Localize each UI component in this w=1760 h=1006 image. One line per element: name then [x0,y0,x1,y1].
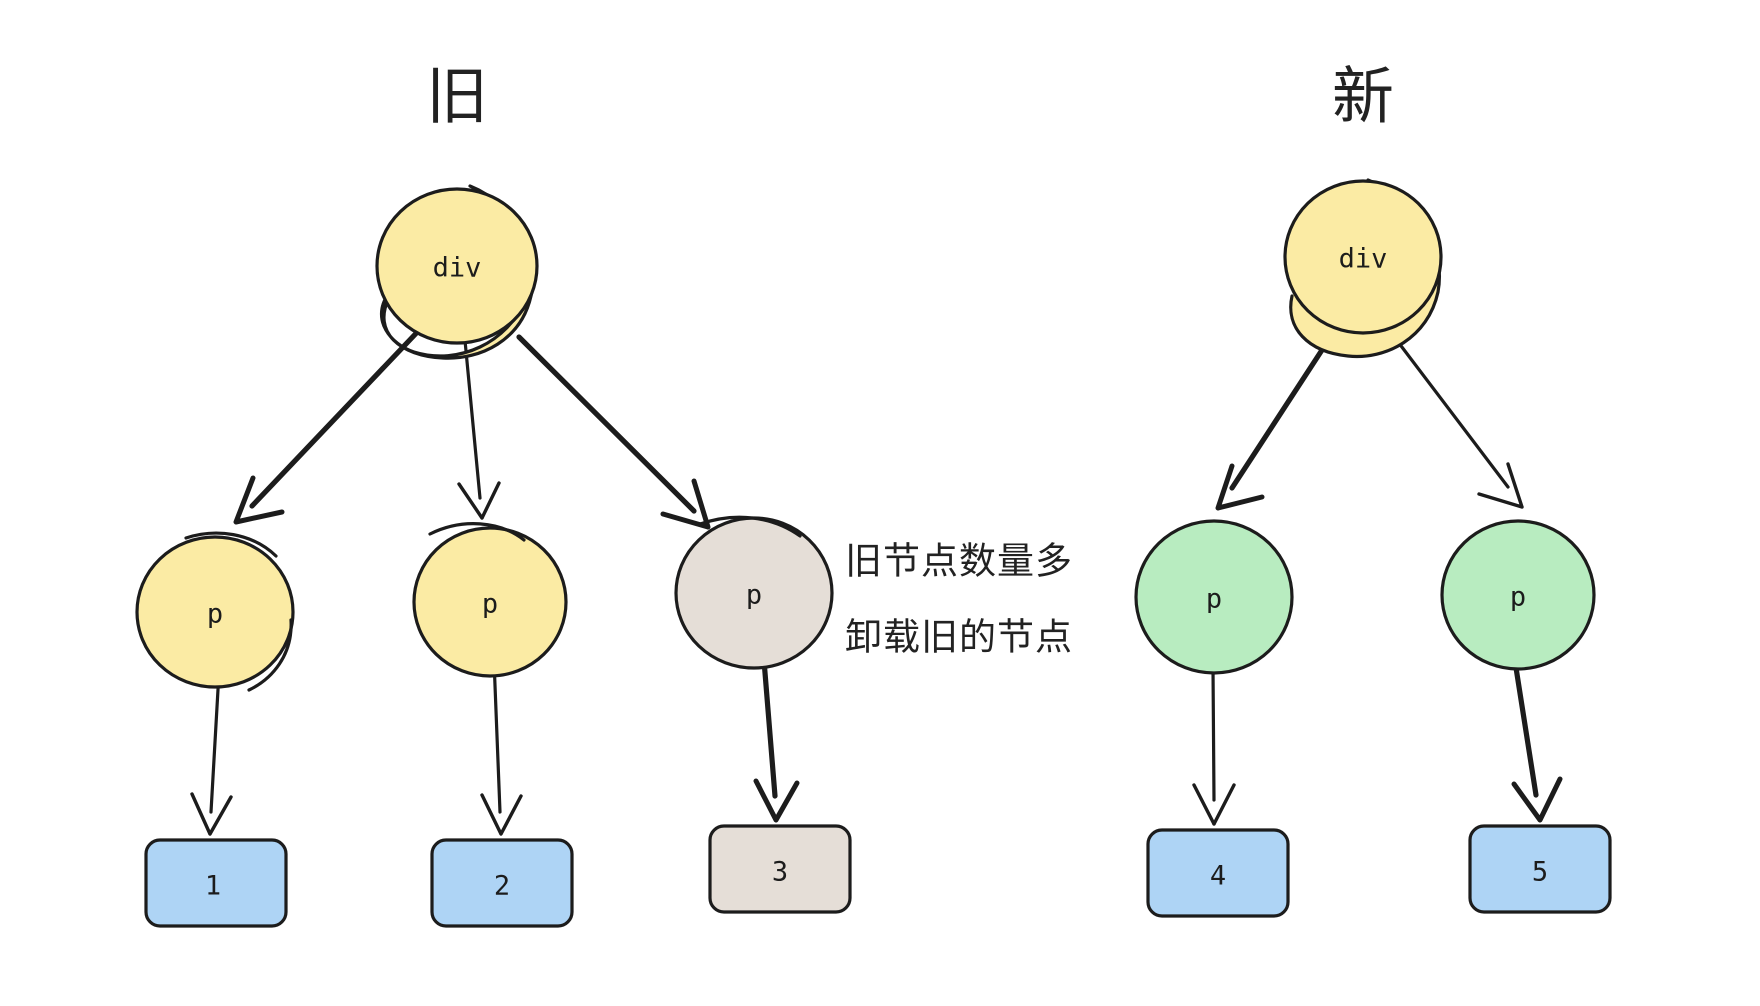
leaf-right-4[interactable]: 4 [1146,828,1290,918]
edge-right-p5-to-leaf5 [1511,652,1563,823]
edge-left-root-to-p3 [516,334,711,530]
leaf-left-2[interactable]: 2 [430,838,574,928]
edge-left-p2-to-leaf2 [480,658,523,836]
leaf-left-2-label: 2 [494,871,510,902]
left-p1-label: p [207,599,223,630]
right-p5-label: p [1510,582,1526,613]
left-tree-title: 旧 [426,60,488,133]
left-p3-label: p [746,580,762,611]
leaf-right-5-label: 5 [1532,857,1548,888]
leaf-right-4-label: 4 [1210,861,1226,892]
edge-right-p4-to-leaf4 [1192,666,1236,826]
edge-right-root-to-p4 [1215,324,1340,511]
edge-right-root-to-p5 [1387,328,1524,509]
right-tree-title: 新 [1332,60,1394,133]
node-left-p3-removed[interactable]: p [674,515,834,670]
annotation-line-2: 卸载旧的节点 [845,616,1073,659]
node-right-p4[interactable]: p [1134,519,1294,675]
leaf-right-5[interactable]: 5 [1468,824,1612,914]
edge-left-root-to-p1 [233,322,427,525]
node-left-p2[interactable]: p [412,522,568,678]
edge-left-p3-to-leaf3 [753,645,800,823]
node-right-root-div[interactable]: div [1283,178,1443,359]
right-root-label: div [1339,244,1388,275]
left-root-label: div [433,253,482,284]
leaf-left-3-removed[interactable]: 3 [708,824,852,914]
annotation-line-1: 旧节点数量多 [845,540,1073,583]
node-left-p1[interactable]: p [135,531,295,692]
leaf-left-3-label: 3 [772,857,788,888]
edge-left-p1-to-leaf1 [190,670,233,836]
leaf-left-1[interactable]: 1 [144,838,288,928]
left-p2-label: p [482,589,498,620]
leaf-left-1-label: 1 [205,871,221,902]
node-right-p5[interactable]: p [1440,519,1596,671]
right-p4-label: p [1206,584,1222,615]
node-left-root-div[interactable]: div [375,184,539,360]
